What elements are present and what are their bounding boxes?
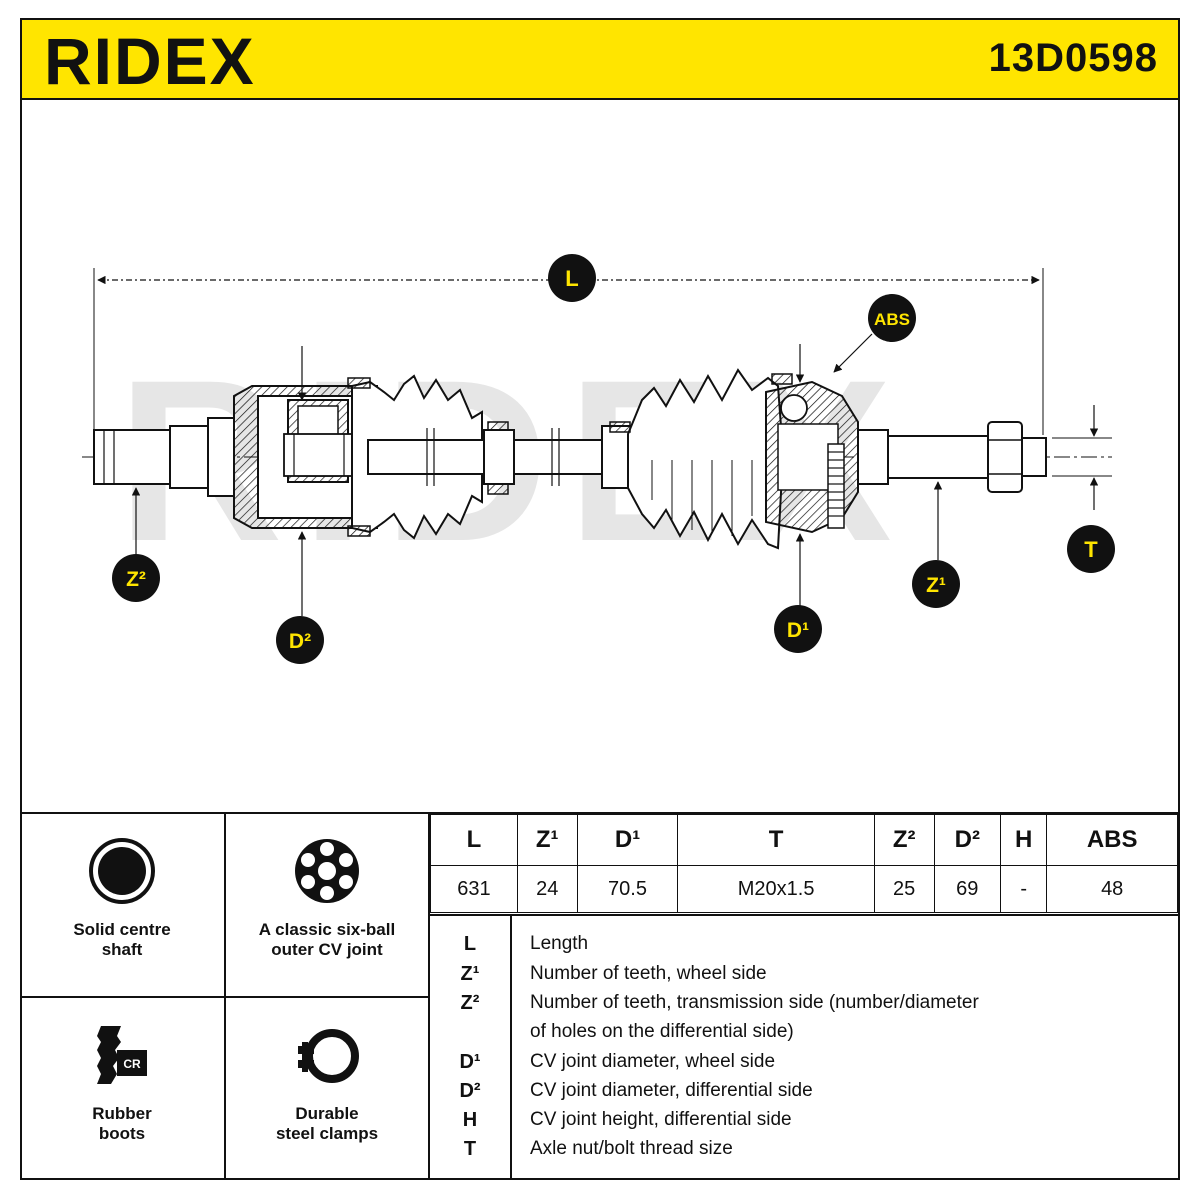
spec-header: D²: [933, 814, 1002, 866]
legend-text: Length: [530, 933, 589, 954]
wheel-stub: [887, 435, 989, 479]
six-ball-joint-icon: [295, 839, 359, 903]
spec-header: D¹: [576, 814, 679, 866]
feature-label-line: steel clamps: [275, 1124, 379, 1143]
legend-symbol: D²: [459, 1080, 481, 1102]
left-stub: [93, 429, 173, 485]
feature-label-line: Rubber: [92, 1104, 152, 1123]
legend-text: Axle nut/bolt thread size: [530, 1138, 733, 1159]
cr-badge-text: CR: [123, 1057, 141, 1071]
outer-clamp: [771, 373, 793, 385]
spec-header-row: L Z¹ D¹ T Z² D² H ABS: [430, 814, 1178, 866]
spec-value: 69: [933, 865, 1002, 913]
d1-label: D¹: [787, 619, 809, 642]
legend-text: Number of teeth, wheel side: [530, 963, 767, 984]
axle-nut: [987, 421, 1023, 493]
spec-value-row: 631 24 70.5 M20x1.5 25 69 - 48: [430, 865, 1178, 913]
steel-clamp-icon: [298, 1029, 359, 1083]
spec-value: 25: [873, 865, 935, 913]
spec-value: 70.5: [576, 865, 679, 913]
legend-symbol: H: [462, 1109, 478, 1131]
l-badge: [548, 254, 596, 302]
solid-shaft-icon: [89, 838, 155, 904]
abs-label: ABS: [874, 310, 910, 329]
spec-value: M20x1.5: [677, 865, 875, 913]
header-bar: RIDEX 13D0598: [20, 18, 1180, 100]
abs-badge: [868, 294, 916, 342]
legend-symbol: T: [463, 1138, 477, 1160]
spec-header: T: [677, 814, 875, 866]
spec-header: Z¹: [516, 814, 578, 866]
legend-symbol: Z¹: [460, 963, 480, 985]
legend-text: CV joint diameter, wheel side: [530, 1051, 776, 1072]
spec-value: 24: [516, 865, 578, 913]
z1-badge: [912, 560, 960, 608]
l-label: L: [565, 266, 578, 291]
feature-label-line: Durable: [295, 1104, 359, 1123]
legend-symbol: D¹: [459, 1051, 481, 1073]
d2-badge: [276, 616, 324, 664]
part-number: 13D0598: [988, 36, 1158, 80]
spec-header: ABS: [1046, 814, 1178, 866]
inner-clamp-bottom: [347, 525, 371, 537]
d2-label: D²: [289, 630, 311, 653]
outer-boot: [627, 368, 783, 550]
drive-shaft-drawing: RIDEX L: [22, 100, 1178, 812]
t-badge: [1067, 525, 1115, 573]
t-label: T: [1084, 537, 1098, 562]
spec-value: 631: [430, 865, 518, 913]
spec-header: L: [430, 814, 518, 866]
z1-label: Z¹: [926, 574, 946, 597]
cv-ball: [780, 394, 808, 422]
feature-label-line: boots: [98, 1124, 146, 1143]
spec-header: Z²: [873, 814, 935, 866]
legend-text: Number of teeth, transmission side (numb…: [530, 992, 979, 1013]
spec-table-wrap: L Z¹ D¹ T Z² D² H ABS 631 24 70.5 M20x1.…: [430, 814, 1178, 913]
legend-text: CV joint diameter, differential side: [530, 1080, 813, 1101]
legend-symbol: L: [463, 933, 477, 955]
rubber-boot-cr-icon: CR: [97, 1026, 147, 1084]
abs-ring: [827, 443, 845, 529]
logo-text: RIDEX: [44, 26, 256, 94]
legend: L Length Z¹ Number of teeth, wheel side Z²…: [430, 914, 1178, 1180]
spec-header: H: [1000, 814, 1048, 866]
legend-symbol: Z²: [460, 992, 480, 1014]
feature-label-line: Solid centre: [73, 920, 171, 939]
inner-clamp-top: [347, 377, 371, 389]
feature-label-line: shaft: [101, 940, 143, 959]
ridex-logo: RIDEX: [44, 24, 324, 99]
spec-table: L Z¹ D¹ T Z² D² H ABS 631 24 70.5 M20x1.…: [430, 814, 1178, 913]
z2-label: Z²: [126, 568, 146, 591]
spec-value: 48: [1046, 865, 1178, 913]
legend-text: of holes on the differential side): [530, 1021, 794, 1042]
feature-label-line: outer CV joint: [271, 940, 383, 959]
feature-label-line: A classic six-ball: [258, 920, 396, 939]
d1-badge: [774, 605, 822, 653]
z2-badge: [112, 554, 160, 602]
legend-text: CV joint height, differential side: [530, 1109, 792, 1130]
spec-value: -: [1000, 865, 1048, 913]
